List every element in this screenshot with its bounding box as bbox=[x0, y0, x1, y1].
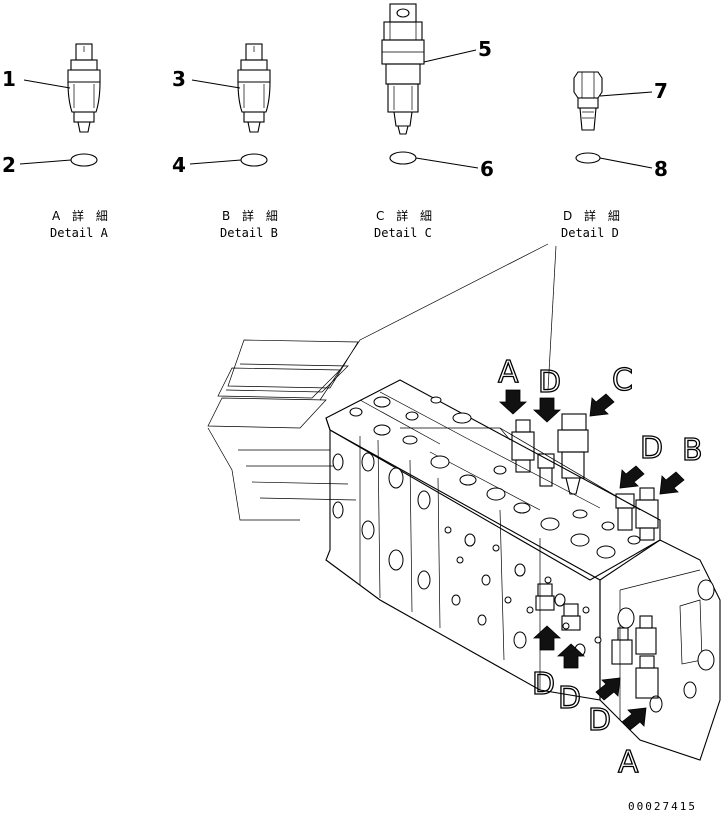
view-arrow-d-top bbox=[532, 397, 562, 423]
leader-line bbox=[423, 49, 477, 63]
callout-1: 1 bbox=[2, 67, 16, 91]
view-direction-lines bbox=[207, 243, 557, 521]
installed-side-valve bbox=[635, 615, 657, 655]
leader-line bbox=[191, 79, 241, 89]
part-8-o-ring bbox=[575, 152, 601, 164]
drawing-code: 00027415 bbox=[628, 800, 697, 813]
leader-line bbox=[415, 157, 479, 169]
installed-side-plug-d2 bbox=[561, 603, 581, 631]
installed-side-plug-d3 bbox=[611, 627, 633, 665]
view-arrow-c-top bbox=[589, 393, 615, 417]
part-2-o-ring bbox=[70, 153, 98, 167]
view-arrow-d-bottom-2 bbox=[556, 643, 586, 669]
detail-a-caption-jp: A 詳 細 bbox=[52, 208, 112, 223]
installed-side-valve-a bbox=[635, 655, 659, 699]
detail-d-caption-en: Detail D bbox=[561, 226, 619, 240]
detail-b-caption-jp: B 詳 細 bbox=[222, 208, 282, 223]
callout-8: 8 bbox=[654, 157, 668, 181]
view-arrow-d-bottom-3 bbox=[595, 677, 621, 701]
installed-valve-a bbox=[511, 419, 535, 473]
view-letter-d-bottom-2: D bbox=[558, 681, 581, 716]
control-valve-assembly bbox=[325, 379, 721, 761]
view-letter-c-top: C bbox=[612, 363, 633, 398]
view-letter-d-bottom-3: D bbox=[588, 703, 611, 738]
view-arrow-a-top bbox=[498, 389, 528, 415]
view-letter-a-bottom: A bbox=[618, 745, 639, 780]
view-letter-d-bottom-1: D bbox=[532, 667, 555, 702]
part-1-relief-valve bbox=[67, 43, 101, 133]
view-letter-d-top: D bbox=[538, 365, 561, 400]
installed-plug-d-right bbox=[615, 493, 635, 531]
view-arrow-b-right bbox=[659, 471, 685, 495]
detail-c-caption-jp: C 詳 細 bbox=[376, 208, 436, 223]
leader-line bbox=[599, 157, 653, 169]
leader-line bbox=[599, 91, 653, 97]
leader-line bbox=[23, 79, 71, 89]
callout-2: 2 bbox=[2, 153, 16, 177]
callout-7: 7 bbox=[654, 79, 668, 103]
part-7-plug bbox=[573, 71, 603, 131]
installed-main-relief-c bbox=[557, 413, 589, 495]
part-6-o-ring bbox=[389, 151, 417, 165]
callout-4: 4 bbox=[172, 153, 186, 177]
part-5-main-relief-valve bbox=[381, 3, 425, 135]
leader-line bbox=[189, 159, 242, 165]
view-letter-b-right: B bbox=[682, 433, 703, 468]
detail-c-caption-en: Detail C bbox=[374, 226, 432, 240]
callout-6: 6 bbox=[480, 157, 494, 181]
view-letter-a-top: A bbox=[498, 355, 519, 390]
view-arrow-d-right bbox=[619, 465, 645, 489]
callout-3: 3 bbox=[172, 67, 186, 91]
detail-d-caption-jp: D 詳 細 bbox=[563, 208, 624, 223]
view-letter-d-right: D bbox=[640, 431, 663, 466]
installed-valve-b bbox=[635, 487, 659, 541]
part-4-o-ring bbox=[240, 153, 268, 167]
leader-line bbox=[19, 159, 72, 165]
callout-5: 5 bbox=[478, 37, 492, 61]
view-arrow-a-bottom bbox=[621, 707, 647, 731]
installed-plug-d bbox=[537, 453, 555, 487]
detail-a-caption-en: Detail A bbox=[50, 226, 109, 240]
installed-side-plug-d1 bbox=[535, 583, 555, 611]
detail-b-caption-en: Detail B bbox=[220, 226, 278, 240]
part-3-relief-valve bbox=[237, 43, 271, 133]
view-arrow-d-bottom-1 bbox=[532, 625, 562, 651]
